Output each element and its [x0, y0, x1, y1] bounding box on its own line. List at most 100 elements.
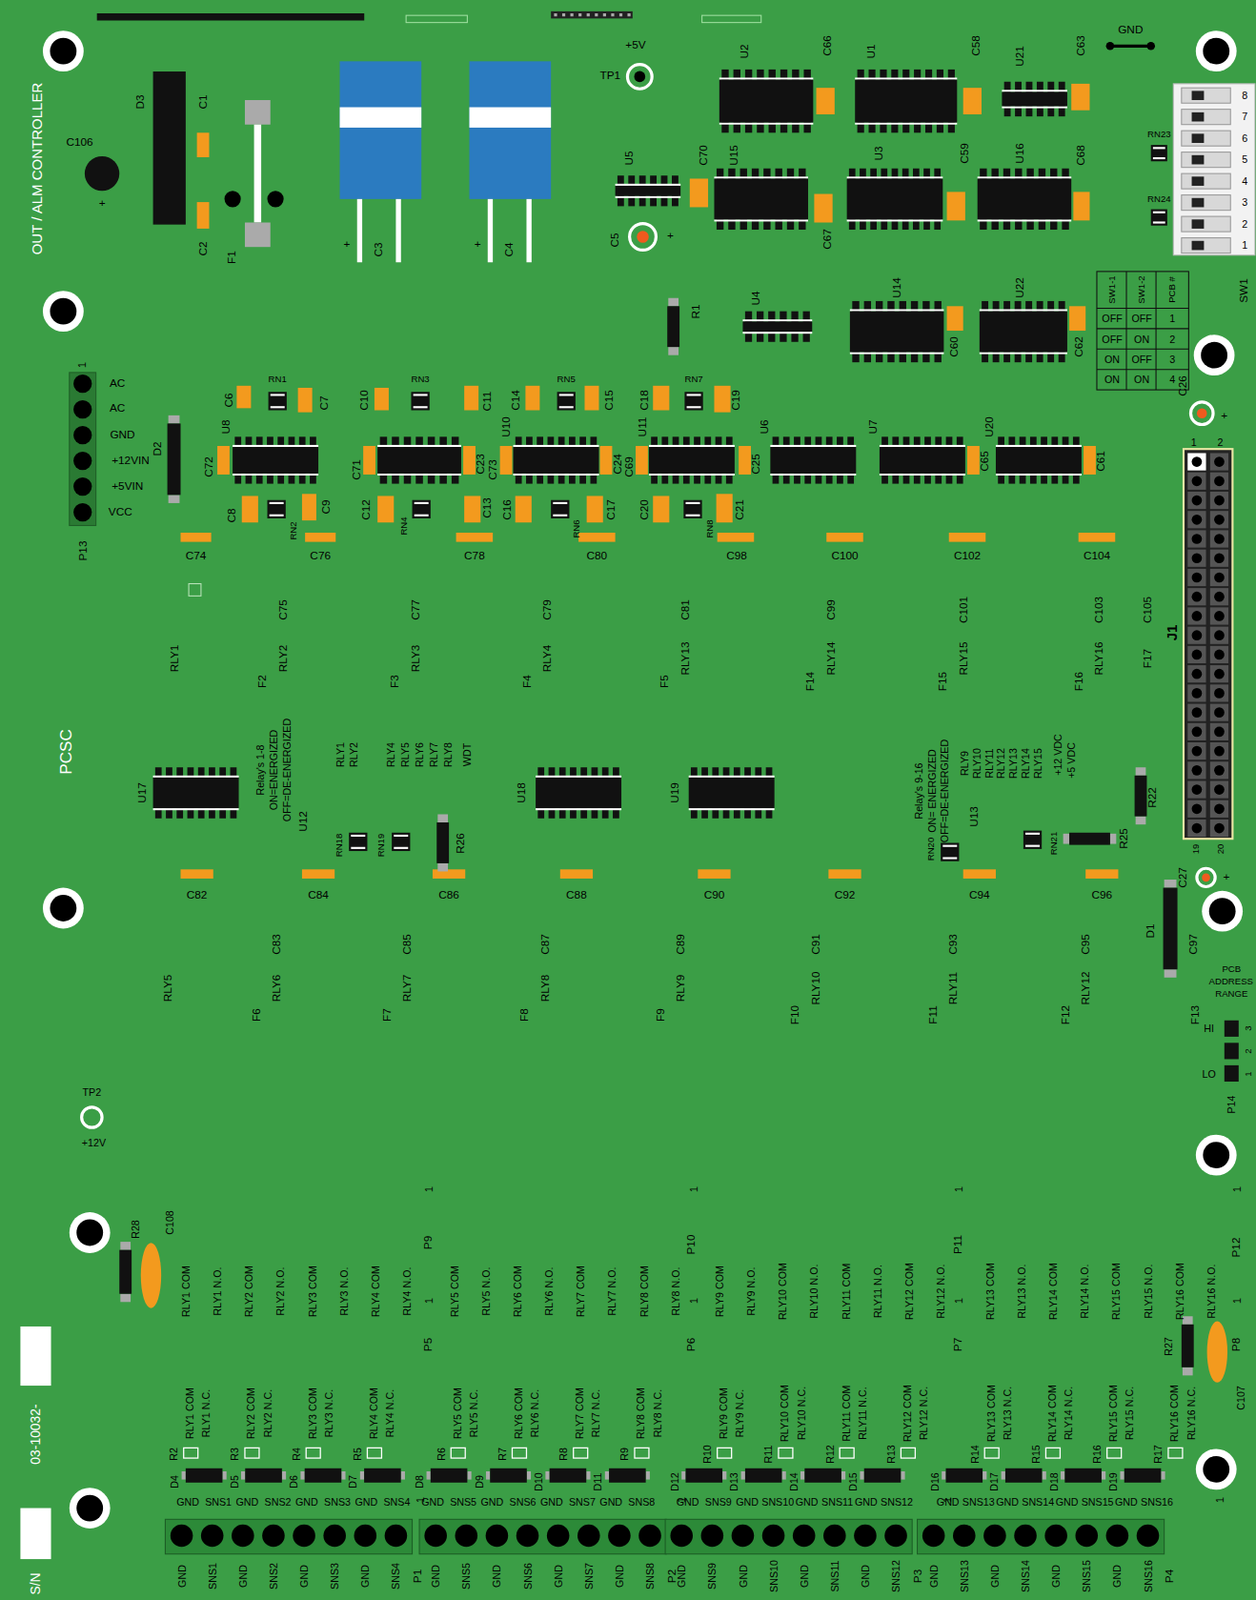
- component-lead: [841, 1471, 846, 1480]
- ic-body: [648, 446, 735, 474]
- header-pin: [1214, 727, 1225, 738]
- pcb-label: RLY1 COM: [184, 1387, 196, 1439]
- header-pin: [1210, 510, 1229, 528]
- ic-outline: [153, 808, 240, 811]
- pcb-label: C69: [624, 457, 636, 479]
- pcb-label: RLY2: [278, 644, 290, 672]
- dip-slider: [1192, 155, 1205, 165]
- terminal-pin: [1136, 1524, 1160, 1548]
- ic-outline: [615, 196, 682, 199]
- mounting-hole: [1194, 334, 1236, 376]
- pcb-label: D1: [1145, 923, 1157, 938]
- pcb-label: U3: [873, 145, 886, 161]
- table-rule: [1096, 327, 1189, 329]
- pcb-label: SNS9: [705, 1497, 732, 1508]
- resistor-outline: [839, 1447, 854, 1459]
- pcb-label: RLY9 COM: [713, 1265, 725, 1317]
- component-lead: [781, 1471, 786, 1480]
- header-pin: [1187, 529, 1206, 547]
- pcb-label: GND: [990, 1565, 1001, 1589]
- capacitor-symbol: [689, 178, 709, 207]
- resistor-network: [687, 405, 702, 408]
- pcb-label: RLY14 COM: [1047, 1384, 1058, 1442]
- ic-outline: [719, 77, 814, 80]
- pcb-label: RLY15 N.O.: [1142, 1263, 1154, 1318]
- resistor-network: [270, 393, 285, 396]
- pcb-label: RLY10 COM: [777, 1262, 789, 1320]
- header-pin: [1210, 452, 1229, 470]
- pcb-label: RLY8 COM: [635, 1387, 647, 1439]
- capacitor-symbol: [963, 87, 982, 115]
- pcb-label: C12: [361, 500, 373, 522]
- pcb-label: 20: [1215, 844, 1226, 855]
- pcb-label: ON: [1104, 374, 1120, 385]
- resistor-outline: [305, 1447, 321, 1459]
- header-pin: [1214, 649, 1225, 661]
- resistor-network: [942, 856, 957, 859]
- ic-body: [879, 446, 966, 474]
- axial-component: [1134, 775, 1148, 817]
- pcb-label: RLY2 COM: [243, 1265, 255, 1317]
- pcb-label: RLY14: [1020, 748, 1032, 779]
- pcb-label: OFF: [1131, 313, 1152, 325]
- pcb-label: RLY2 N.O.: [275, 1266, 286, 1316]
- pcb-label: C26: [1177, 375, 1190, 397]
- ic-outline: [153, 775, 240, 778]
- resistor-network: [685, 502, 700, 505]
- pcb-label: SNS3: [324, 1497, 351, 1508]
- component-lead: [168, 494, 181, 504]
- resistor-network: [350, 847, 365, 850]
- pcb-label: GND: [552, 1565, 564, 1589]
- pcb-label: C65: [979, 450, 992, 472]
- pcb-label: SNS9: [707, 1562, 718, 1590]
- pcb-label: RN5: [557, 375, 576, 385]
- pcb-label: 1: [688, 1297, 700, 1304]
- component-lead: [120, 1294, 131, 1303]
- edge-connector: [594, 13, 598, 17]
- pcb-label: SNS5: [449, 1497, 477, 1508]
- resistor-network: [412, 500, 431, 519]
- pcb-label: C73: [487, 459, 500, 481]
- capacitor-symbol: [464, 385, 479, 411]
- pcb-label: RLY2: [347, 742, 359, 768]
- label-patch: [20, 1326, 51, 1386]
- pcb-label: C78: [464, 550, 486, 563]
- pcb-label: C15: [604, 389, 616, 411]
- capacitor-symbol: [500, 445, 513, 475]
- component-lead: [486, 1471, 490, 1480]
- axial-component: [1069, 832, 1111, 846]
- terminal-pin: [638, 1524, 662, 1548]
- pcb-label: C108: [163, 1210, 175, 1236]
- diode-symbol: [1064, 1468, 1102, 1483]
- capacitor-symbol: [302, 869, 335, 879]
- ic-body: [688, 777, 775, 809]
- pcb-label: GND: [491, 1565, 503, 1589]
- pcb-label: J1: [1164, 625, 1179, 642]
- pcb-label: F4: [522, 674, 534, 689]
- resistor-outline: [244, 1447, 260, 1459]
- edge-connector: [553, 13, 557, 17]
- pcb-label: SNS11: [821, 1497, 853, 1508]
- ic-outline: [850, 309, 945, 312]
- pcb-label: GND: [1051, 1565, 1062, 1589]
- pcb-label: RLY1 N.C.: [201, 1389, 212, 1438]
- pcb-label: GND: [360, 1565, 371, 1589]
- capacitor-symbol: [587, 495, 604, 523]
- jumper-pin: [1224, 1042, 1239, 1059]
- ic-outline: [513, 473, 600, 476]
- capacitor-symbol: [1073, 191, 1090, 221]
- jumper-pad: [1146, 41, 1155, 51]
- dip-slider: [1192, 176, 1205, 186]
- header-pin: [1214, 688, 1225, 699]
- dip-slot: [1181, 152, 1231, 168]
- pcb-label: R11: [763, 1444, 774, 1463]
- component-lead: [1001, 1471, 1006, 1480]
- capacitor-symbol: [141, 1242, 162, 1309]
- pcb-label: U5: [624, 150, 636, 165]
- pcb-label: 3: [1169, 354, 1175, 365]
- component-lead: [426, 1471, 431, 1480]
- pcb-label: RLY6 N.O.: [544, 1266, 555, 1316]
- resistor-outline: [900, 1447, 915, 1459]
- mounting-hole: [49, 298, 77, 325]
- pcb-label: 1: [1231, 1186, 1242, 1193]
